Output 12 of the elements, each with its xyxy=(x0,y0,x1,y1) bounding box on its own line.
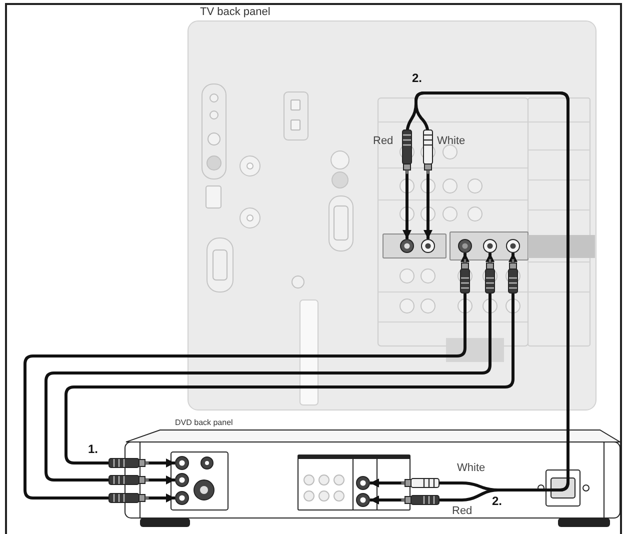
plug-label: Red xyxy=(373,136,394,147)
cable xyxy=(64,253,518,468)
plug-label: White xyxy=(457,463,486,474)
plug-label: White xyxy=(437,136,466,147)
cable xyxy=(24,253,470,502)
step-number: 2. xyxy=(492,495,502,507)
step-number: 1. xyxy=(88,443,98,455)
panel-heading: TV back panel xyxy=(200,7,270,18)
panel-heading: DVD back panel xyxy=(175,419,233,427)
step-number: 2. xyxy=(412,72,422,84)
cable xyxy=(44,253,494,484)
plug-label: Red xyxy=(452,506,472,517)
